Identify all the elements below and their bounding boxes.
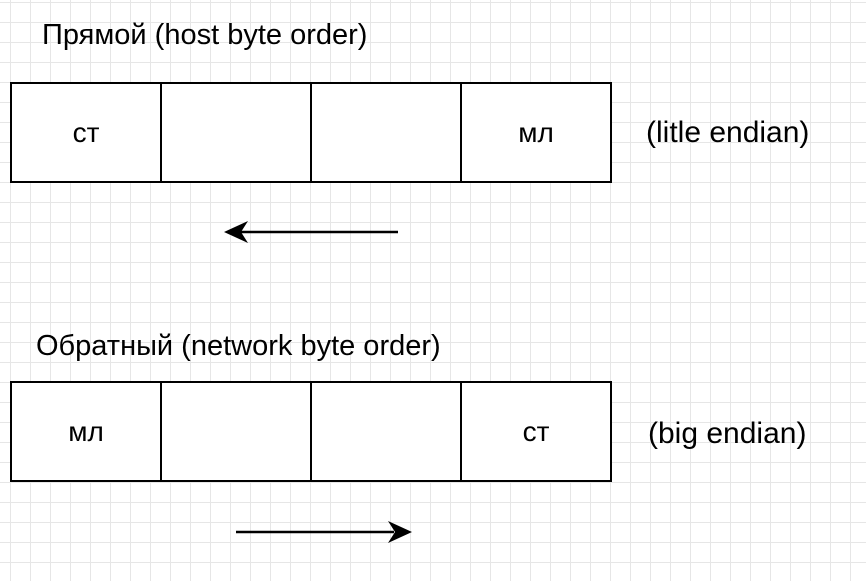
byte-cell: мл: [518, 116, 554, 148]
host-order-byte-row: ст мл: [10, 82, 612, 183]
byte-cell: мл: [12, 383, 162, 480]
byte-cell: [312, 84, 462, 181]
network-order-title: Обратный (network byte order): [36, 330, 441, 362]
host-order-title: Прямой (host byte order): [42, 19, 368, 51]
little-endian-label: (litle endian): [646, 116, 810, 149]
big-endian-label: (big endian): [648, 417, 807, 450]
right-arrow-icon: [236, 521, 412, 543]
byte-cell: [162, 383, 312, 480]
network-order-byte-row: мл ст: [10, 381, 612, 482]
byte-cell: ст: [522, 415, 550, 447]
byte-cell: [162, 84, 312, 181]
byte-cell: [312, 383, 462, 480]
left-arrow-icon: [224, 221, 398, 243]
byte-cell: ст: [12, 84, 162, 181]
